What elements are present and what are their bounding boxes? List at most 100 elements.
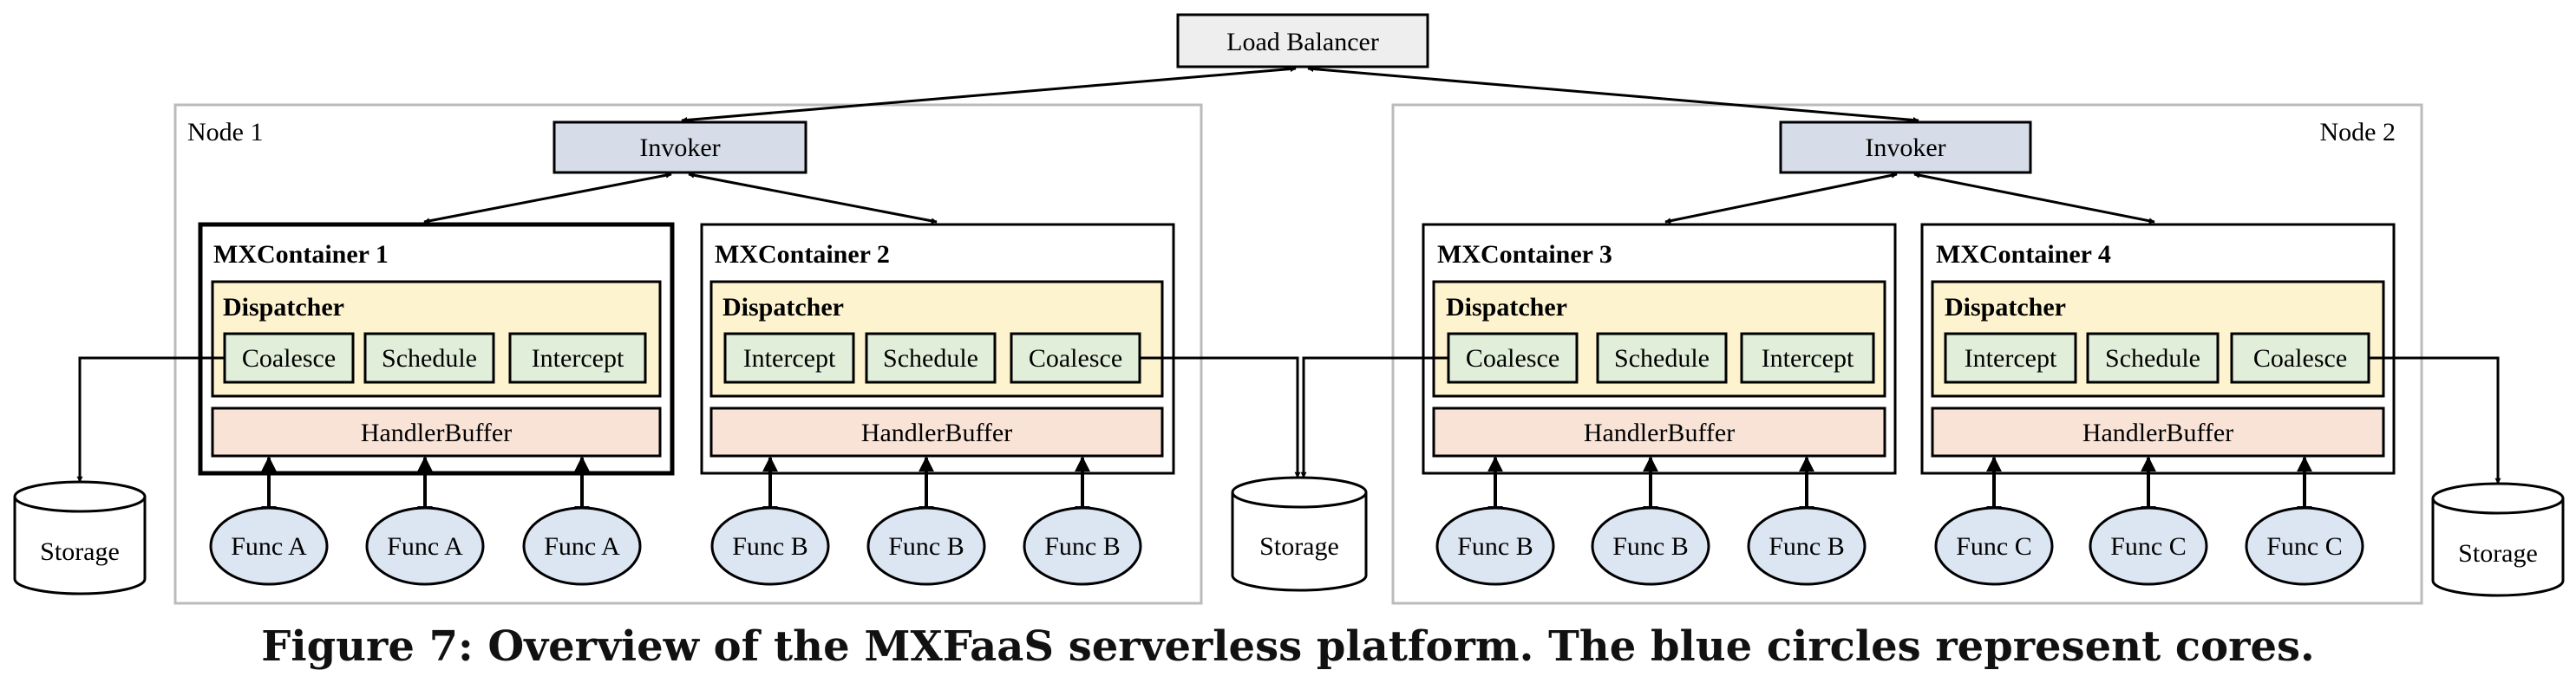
invoker-1-container-1-arrow: [423, 172, 672, 224]
core-circle: [1023, 506, 1142, 586]
core-circle: [2245, 506, 2364, 586]
invoker-1-box: [552, 120, 807, 174]
invoker-1-container-2-arrow: [688, 172, 938, 224]
stage-box: [1596, 332, 1728, 384]
core-label: Func C: [2266, 532, 2343, 561]
dispatcher-label: Dispatcher: [1446, 293, 1567, 322]
mxcontainer-1: MXContainer 1 Dispatcher Coalesce Schedu…: [198, 222, 675, 476]
container-title: MXContainer 4: [1936, 240, 2111, 269]
dispatcher-label: Dispatcher: [223, 293, 344, 322]
dispatcher-label: Dispatcher: [722, 293, 844, 322]
core-circle: [866, 506, 986, 586]
stage-box: [1010, 332, 1141, 384]
figure-caption: Figure 7: Overview of the MXFaaS serverl…: [261, 622, 2314, 671]
storage-label: Storage: [40, 537, 120, 566]
stage-label: Coalesce: [1466, 344, 1559, 373]
stage-label: Intercept: [532, 344, 624, 373]
stage-label: Coalesce: [242, 344, 336, 373]
stage-box: [865, 332, 997, 384]
stage-box: [2086, 332, 2220, 384]
lb-invoker-2-arrow: [1307, 66, 1919, 123]
stage-label: Coalesce: [2253, 344, 2347, 373]
core-label: Func B: [1457, 532, 1533, 561]
core-circle: [1934, 506, 2054, 586]
container-title: MXContainer 2: [715, 240, 890, 269]
storage-cylinder-top: [2431, 482, 2565, 515]
handler-buffer-box: [1931, 407, 2385, 458]
stage-label: Intercept: [743, 344, 836, 373]
node-1-label: Node 1: [187, 118, 263, 146]
core-label: Func B: [1769, 532, 1845, 561]
storage-label: Storage: [1259, 532, 1339, 561]
core-circle: [2089, 506, 2208, 586]
dispatcher-label: Dispatcher: [1945, 293, 2066, 322]
lb-invoker-1-arrow: [681, 66, 1297, 123]
handler-buffer-box: [211, 407, 662, 458]
storage-cylinder-top: [1231, 476, 1368, 509]
coalesce-4-to-storage-arrow: [2369, 356, 2501, 485]
container-title: MXContainer 1: [213, 240, 389, 269]
stage-label: Schedule: [883, 344, 978, 373]
stage-box: [1944, 332, 2077, 384]
stage-box: [1447, 332, 1579, 384]
invoker-1-label: Invoker: [639, 133, 720, 162]
core-circle: [1591, 506, 1710, 586]
storage-label: Storage: [2458, 539, 2538, 568]
core-circle: [710, 506, 830, 586]
storage-right: Storage: [2431, 482, 2565, 597]
core-label: Func C: [1956, 532, 2032, 561]
mxcontainer-2: MXContainer 2 Dispatcher Intercept Sched…: [700, 223, 1175, 475]
handler-buffer-label: HandlerBuffer: [1584, 419, 1735, 447]
stage-box: [1740, 332, 1875, 384]
stage-label: Schedule: [1614, 344, 1710, 373]
storage-middle: Storage: [1231, 476, 1368, 592]
invoker-2-container-3-arrow: [1664, 172, 1898, 224]
storage-cylinder-icon: [2431, 498, 2565, 597]
core-circle: [1747, 506, 1867, 586]
stage-box: [2230, 332, 2370, 384]
core-label: Func A: [231, 532, 307, 561]
coalesce-1-to-storage-arrow: [76, 356, 225, 483]
core-label: Func B: [888, 532, 964, 561]
stage-label: Coalesce: [1029, 344, 1122, 373]
mxcontainer-4: MXContainer 4 Dispatcher Intercept Sched…: [1920, 223, 2396, 475]
core-circle: [209, 506, 329, 586]
stage-box: [723, 332, 855, 384]
coalesce-2-to-storage-arrow: [1140, 356, 1301, 478]
core-label: Func C: [2110, 532, 2187, 561]
invoker-2-container-4-arrow: [1913, 172, 2155, 224]
mxcontainer-3: MXContainer 3 Dispatcher Coalesce Schedu…: [1422, 223, 1897, 475]
handler-buffer-label: HandlerBuffer: [2082, 419, 2233, 447]
storage-left: Storage: [13, 480, 147, 595]
core-circle: [522, 506, 642, 586]
handler-buffer-label: HandlerBuffer: [361, 419, 512, 447]
storage-cylinder-icon: [13, 497, 147, 595]
load-balancer-label: Load Balancer: [1226, 28, 1379, 56]
handler-buffer-box: [709, 407, 1164, 458]
stage-label: Intercept: [1762, 344, 1854, 373]
stage-box: [508, 332, 647, 384]
core-circle: [365, 506, 485, 586]
stage-box: [363, 332, 495, 384]
coalesce-3-to-storage-arrow: [1300, 356, 1448, 478]
invoker-2-box: [1779, 120, 2032, 174]
core-label: Func B: [1612, 532, 1689, 561]
stage-box: [223, 332, 355, 384]
storage-cylinder-top: [13, 480, 147, 513]
core-label: Func B: [1044, 532, 1121, 561]
invoker-2-label: Invoker: [1865, 133, 1945, 162]
stage-label: Intercept: [1965, 344, 2057, 373]
handler-buffer-label: HandlerBuffer: [861, 419, 1012, 447]
core-circle: [1435, 506, 1555, 586]
load-balancer-box: [1176, 13, 1429, 68]
core-label: Func A: [387, 532, 463, 561]
core-label: Func B: [732, 532, 808, 561]
core-circles: Func A Func A Func A Func B Func B Func …: [209, 506, 2364, 586]
stage-label: Schedule: [2105, 344, 2200, 373]
node-2-label: Node 2: [2320, 118, 2396, 146]
handler-buffer-box: [1432, 407, 1886, 458]
stage-label: Schedule: [382, 344, 477, 373]
core-label: Func A: [544, 532, 620, 561]
storage-cylinder-icon: [1231, 492, 1368, 592]
